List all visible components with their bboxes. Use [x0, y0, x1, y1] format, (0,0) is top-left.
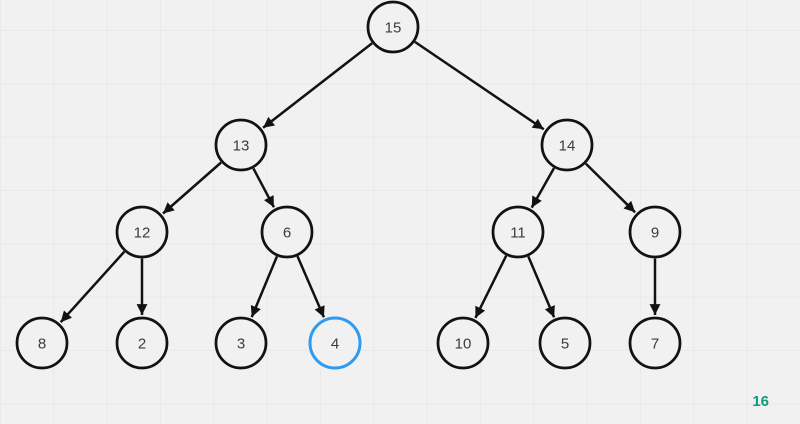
- tree-node-12[interactable]: 12: [115, 205, 169, 259]
- tree-node-4[interactable]: 4: [308, 316, 362, 370]
- tree-edge-14-9: [584, 162, 636, 214]
- node-circle[interactable]: [491, 205, 545, 259]
- tree-edge-15-13: [262, 42, 373, 129]
- page-number: 16: [752, 393, 769, 410]
- node-circle[interactable]: [115, 316, 169, 370]
- tree-node-11[interactable]: 11: [491, 205, 545, 259]
- tree-edge-15-14: [414, 40, 545, 131]
- tree-edge-11-10: [474, 255, 508, 319]
- tree-node-2[interactable]: 2: [115, 316, 169, 370]
- tree-node-10[interactable]: 10: [436, 316, 490, 370]
- node-circle[interactable]: [436, 316, 490, 370]
- node-circle[interactable]: [538, 316, 592, 370]
- tree-node-3[interactable]: 3: [214, 316, 268, 370]
- tree-node-6[interactable]: 6: [260, 205, 314, 259]
- tree-node-13[interactable]: 13: [214, 118, 268, 172]
- tree-edge-13-12: [162, 161, 222, 215]
- tree-node-9[interactable]: 9: [628, 205, 682, 259]
- node-circle[interactable]: [628, 205, 682, 259]
- tree-node-5[interactable]: 5: [538, 316, 592, 370]
- tree-edge-6-3: [250, 256, 279, 318]
- node-circle[interactable]: [15, 316, 69, 370]
- tree-node-7[interactable]: 7: [628, 316, 682, 370]
- tree-edge-11-5: [527, 255, 556, 318]
- tree-edge-14-11: [530, 167, 556, 209]
- node-circle[interactable]: [260, 205, 314, 259]
- tree-node-8[interactable]: 8: [15, 316, 69, 370]
- node-circle[interactable]: [540, 118, 594, 172]
- tree-node-15[interactable]: 15: [366, 0, 420, 54]
- tree-edge-12-8: [59, 250, 126, 324]
- node-circle[interactable]: [214, 118, 268, 172]
- tree-edge-6-4: [296, 255, 326, 318]
- node-circle[interactable]: [115, 205, 169, 259]
- node-circle-highlighted[interactable]: [308, 316, 362, 370]
- node-circle[interactable]: [628, 316, 682, 370]
- node-circle[interactable]: [366, 0, 420, 54]
- tree-edge-13-6: [252, 167, 276, 208]
- tree-node-14[interactable]: 14: [540, 118, 594, 172]
- node-circle[interactable]: [214, 316, 268, 370]
